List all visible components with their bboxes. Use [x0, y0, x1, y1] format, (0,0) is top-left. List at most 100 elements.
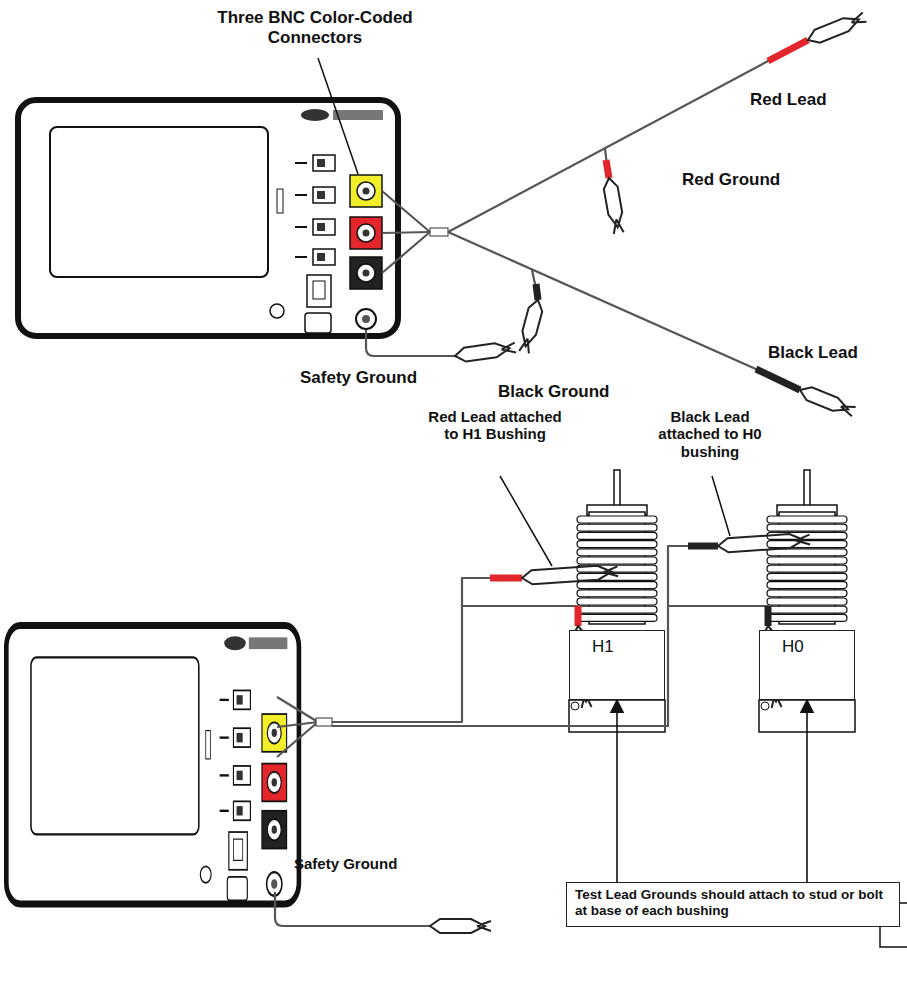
instrument-case — [6, 626, 299, 904]
port-icon — [233, 728, 250, 747]
callout-arrow — [806, 700, 808, 882]
lead-sleeve — [688, 543, 718, 550]
bushing-fin — [577, 557, 657, 564]
bushing-fin — [577, 590, 657, 597]
bushing-base: H1 — [569, 630, 665, 700]
bushing-fin — [577, 549, 657, 556]
bushing-fin — [767, 549, 847, 556]
leader-line — [500, 476, 552, 566]
base-stud — [571, 702, 579, 710]
lead-sleeve — [765, 606, 772, 626]
port-icon — [317, 253, 325, 261]
test-instrument — [6, 626, 299, 904]
fuse-holder — [270, 304, 284, 318]
logo-mark — [224, 636, 246, 650]
test-lead-cable — [277, 722, 318, 757]
bnc-connector — [357, 224, 375, 242]
bushing-fin — [767, 557, 847, 564]
test-lead-cable — [277, 697, 318, 722]
port-icon — [313, 219, 335, 235]
alligator-clip — [517, 298, 544, 354]
port-icon — [220, 736, 229, 738]
test-lead-cable — [462, 606, 578, 618]
bushing-base: H0 — [759, 630, 855, 700]
logo-mark — [249, 637, 287, 649]
bushing-fin — [767, 582, 847, 589]
port-icon — [237, 733, 243, 742]
bushing-fin — [577, 524, 657, 531]
alligator-clip — [602, 177, 626, 235]
callout-label: Black Lead — [768, 343, 888, 363]
leader-line — [712, 476, 730, 536]
bushing-fin — [767, 614, 847, 621]
callout-label: Red Lead — [750, 90, 860, 110]
power-switch — [233, 839, 242, 860]
bnc-connector — [363, 270, 370, 277]
port-icon — [233, 801, 250, 820]
node-text: H1 — [592, 637, 660, 657]
power-switch — [307, 275, 331, 307]
bushing-fin — [767, 573, 847, 580]
bushing-fin — [767, 606, 847, 613]
bushing-fin — [767, 516, 847, 523]
callout-label: Black Lead attached to H0 bushing — [640, 408, 780, 460]
alligator-clip — [454, 341, 516, 363]
instrument-screen — [31, 657, 199, 834]
port-icon — [295, 226, 307, 228]
test-lead-cable — [448, 60, 770, 232]
bnc-connector — [272, 729, 277, 737]
port-icon — [237, 695, 243, 704]
instrument-screen — [50, 127, 268, 277]
bnc-connector — [262, 714, 287, 752]
test-lead-cable — [332, 578, 492, 722]
base-stud — [761, 702, 769, 710]
port-icon — [233, 766, 250, 785]
callout-label: Black Ground — [498, 382, 648, 402]
bnc-connector — [363, 230, 370, 237]
lead-sleeve — [536, 284, 538, 300]
lead-sleeve — [575, 606, 582, 626]
bnc-connector — [262, 811, 287, 849]
test-lead-cable — [366, 330, 455, 356]
bushing-fin — [767, 524, 847, 531]
port-icon — [317, 223, 325, 231]
bnc-connector — [272, 826, 277, 834]
safety-ground-jack — [356, 309, 376, 329]
lead-sleeve — [756, 369, 800, 390]
power-socket — [227, 877, 247, 901]
callout-arrow — [616, 700, 618, 882]
power-switch — [313, 281, 325, 299]
port-icon — [295, 162, 307, 164]
bushing-fin — [577, 598, 657, 605]
power-switch — [229, 832, 247, 870]
bushing-fin — [577, 606, 657, 613]
test-lead-cable — [382, 191, 430, 232]
leader-line — [318, 58, 358, 174]
bnc-connector — [357, 182, 375, 200]
test-lead-cable — [668, 606, 768, 618]
power-socket — [305, 313, 331, 333]
port-icon — [313, 155, 335, 171]
alligator-clip — [522, 564, 619, 585]
port-icon — [295, 256, 307, 258]
port-icon — [313, 187, 335, 203]
node-text: Test Lead Grounds should attach to stud … — [575, 887, 891, 919]
bnc-connector — [350, 175, 382, 207]
bushing-fin — [767, 565, 847, 572]
node-text: H0 — [782, 637, 850, 657]
test-instrument — [18, 100, 398, 336]
note-box: Test Lead Grounds should attach to stud … — [566, 882, 900, 927]
port-icon — [220, 774, 229, 776]
bnc-connector — [262, 764, 287, 802]
alligator-clip — [430, 919, 491, 933]
bnc-connector — [272, 778, 277, 786]
alligator-clip — [718, 533, 811, 553]
bnc-connector — [267, 722, 281, 743]
bushing-fin — [577, 532, 657, 539]
bnc-connector — [350, 257, 382, 289]
bnc-connector — [363, 188, 370, 195]
bushing-fin — [577, 614, 657, 621]
safety-ground-jack — [362, 315, 370, 323]
port-icon — [233, 690, 250, 709]
bnc-connector — [267, 819, 281, 840]
